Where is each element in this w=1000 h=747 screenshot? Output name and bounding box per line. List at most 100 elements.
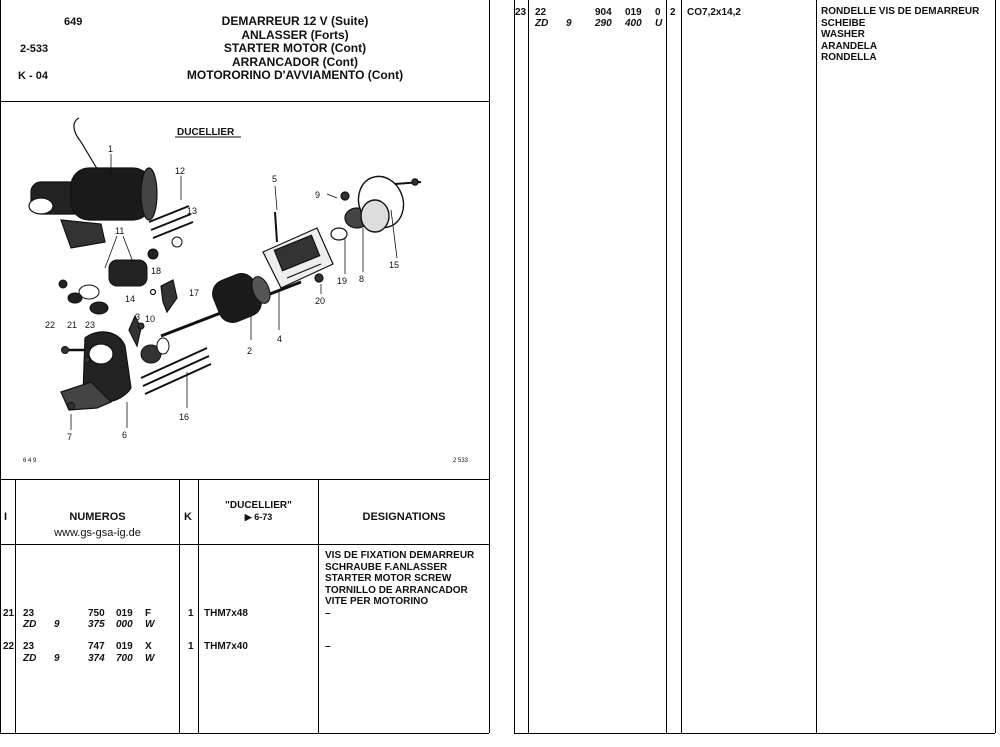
armature <box>160 273 302 338</box>
through-bolts <box>140 347 212 395</box>
callout-5: 5 <box>272 174 277 184</box>
designation-it: RONDELLA <box>821 52 877 63</box>
figure-ref-right: 2 533 <box>453 458 469 464</box>
col-sep-numeros <box>179 479 180 733</box>
row-index-23: 23 <box>515 7 527 18</box>
website-link[interactable]: www.gs-gsa-ig.de <box>54 527 141 539</box>
tie-rods <box>148 205 194 239</box>
callout-18: 18 <box>151 266 161 276</box>
callout-12: 12 <box>175 166 185 176</box>
row-spec-22: THM7x40 <box>204 641 248 652</box>
designation-list-23: RONDELLE VIS DE DEMARREUR SCHEIBE WASHER… <box>821 6 979 64</box>
designation-fr: RONDELLE VIS DE DEMARREUR <box>821 6 980 17</box>
part-sub: 019 <box>625 7 642 18</box>
row-index-21: 21 <box>3 608 15 619</box>
drive-assembly <box>58 236 183 315</box>
callout-23: 23 <box>85 320 95 330</box>
callout-17: 17 <box>189 288 199 298</box>
ref-main: 374 <box>88 653 105 664</box>
section-code: 2-533 <box>20 43 49 55</box>
right-page-left-border <box>514 0 515 733</box>
ref-group: 9 <box>54 619 60 630</box>
title-fr: DEMARREUR 12 V (Suite) <box>221 14 369 28</box>
designation-de: SCHRAUBE F.ANLASSER <box>325 561 448 573</box>
table-header-bottom-divider <box>0 544 489 545</box>
field-yoke <box>262 211 334 289</box>
ref-sub: 000 <box>116 619 133 630</box>
callout-19: 19 <box>337 276 347 286</box>
callout-2: 2 <box>247 346 252 356</box>
col-header-ducellier-date: ▶ 6-73 <box>244 512 273 522</box>
left-page-right-border <box>489 0 490 733</box>
designation-fr: VIS DE FIXATION DEMARREUR <box>325 550 475 561</box>
part-prefix: 22 <box>535 7 547 18</box>
callout-22: 22 <box>45 320 55 330</box>
row-spec-21: THM7x48 <box>204 608 248 619</box>
ref-prefix: ZD <box>535 18 549 29</box>
designation-list-21: VIS DE FIXATION DEMARREUR SCHRAUBE F.ANL… <box>325 550 474 619</box>
solenoid-assembly <box>28 117 158 249</box>
title-en: STARTER MOTOR (Cont) <box>223 41 367 55</box>
col-sep-i-right <box>528 0 529 733</box>
left-bottom-border <box>0 733 489 734</box>
row-qty-22: 1 <box>188 641 194 652</box>
designation-de: SCHEIBE <box>821 17 866 29</box>
title-it: MOTORORINO D'AVVIAMENTO (Cont) <box>186 68 404 82</box>
row-qty-23: 2 <box>670 7 676 18</box>
ref-prefix: ZD <box>23 653 37 664</box>
ref-suffix: W <box>145 653 155 664</box>
title-es: ARRANCADOR (Cont) <box>232 54 358 69</box>
ref-group: 9 <box>54 653 60 664</box>
callout-6: 6 <box>122 430 127 440</box>
callout-3: 3 <box>135 312 140 322</box>
designation-dash-22: – <box>325 641 331 652</box>
pinion <box>137 322 170 364</box>
drive-end-housing <box>60 314 142 411</box>
page-number: 649 <box>64 16 83 28</box>
col-header-i: I <box>4 511 8 523</box>
row-qty-21: 1 <box>188 608 194 619</box>
header-divider <box>0 101 489 102</box>
col-sep-k-right <box>681 0 682 733</box>
part-prefix: 23 <box>23 641 35 652</box>
shift-fork <box>149 279 178 314</box>
ref-suffix: W <box>145 619 155 630</box>
designation-en: WASHER <box>821 29 865 40</box>
callout-16: 16 <box>179 412 189 422</box>
ref-group: 9 <box>566 18 572 29</box>
col-header-designations: DESIGNATIONS <box>362 511 446 523</box>
col-header-k: K <box>184 511 192 523</box>
part-sub: 019 <box>116 641 133 652</box>
designation-es: ARANDELA <box>821 40 878 52</box>
col-header-numeros: NUMEROS <box>69 511 126 523</box>
left-border <box>0 0 1 733</box>
ref-suffix: U <box>655 18 663 29</box>
callout-9: 9 <box>315 190 320 200</box>
exploded-diagram: DUCELLIER <box>1 102 489 479</box>
part-prefix: 23 <box>23 608 35 619</box>
part-main: 750 <box>88 608 105 619</box>
part-sub: 019 <box>116 608 133 619</box>
end-cover <box>357 175 422 233</box>
figure-bottom-divider <box>0 479 489 480</box>
ref-main: 290 <box>595 18 612 29</box>
callout-1: 1 <box>108 144 113 154</box>
callout-20: 20 <box>315 296 325 306</box>
title-de: ANLASSER (Forts) <box>241 27 349 42</box>
callout-8: 8 <box>359 274 364 284</box>
designation-it: VITE PER MOTORINO <box>325 596 429 607</box>
callout-4: 4 <box>277 334 282 344</box>
leader-lines <box>70 154 398 430</box>
right-bottom-border <box>514 733 995 734</box>
designation-en: STARTER MOTOR SCREW <box>325 573 452 584</box>
callout-14: 14 <box>125 294 135 304</box>
callout-13: 13 <box>187 206 197 216</box>
col-sep-numeros-right <box>666 0 667 733</box>
part-suffix: X <box>145 641 152 652</box>
designation-es: TORNILLO DE ARRANCADOR <box>325 584 468 596</box>
col-sep-spec-right <box>816 0 817 733</box>
brand-label: DUCELLIER <box>177 127 235 138</box>
callout-15: 15 <box>389 260 399 270</box>
col-sep-i <box>15 479 16 733</box>
